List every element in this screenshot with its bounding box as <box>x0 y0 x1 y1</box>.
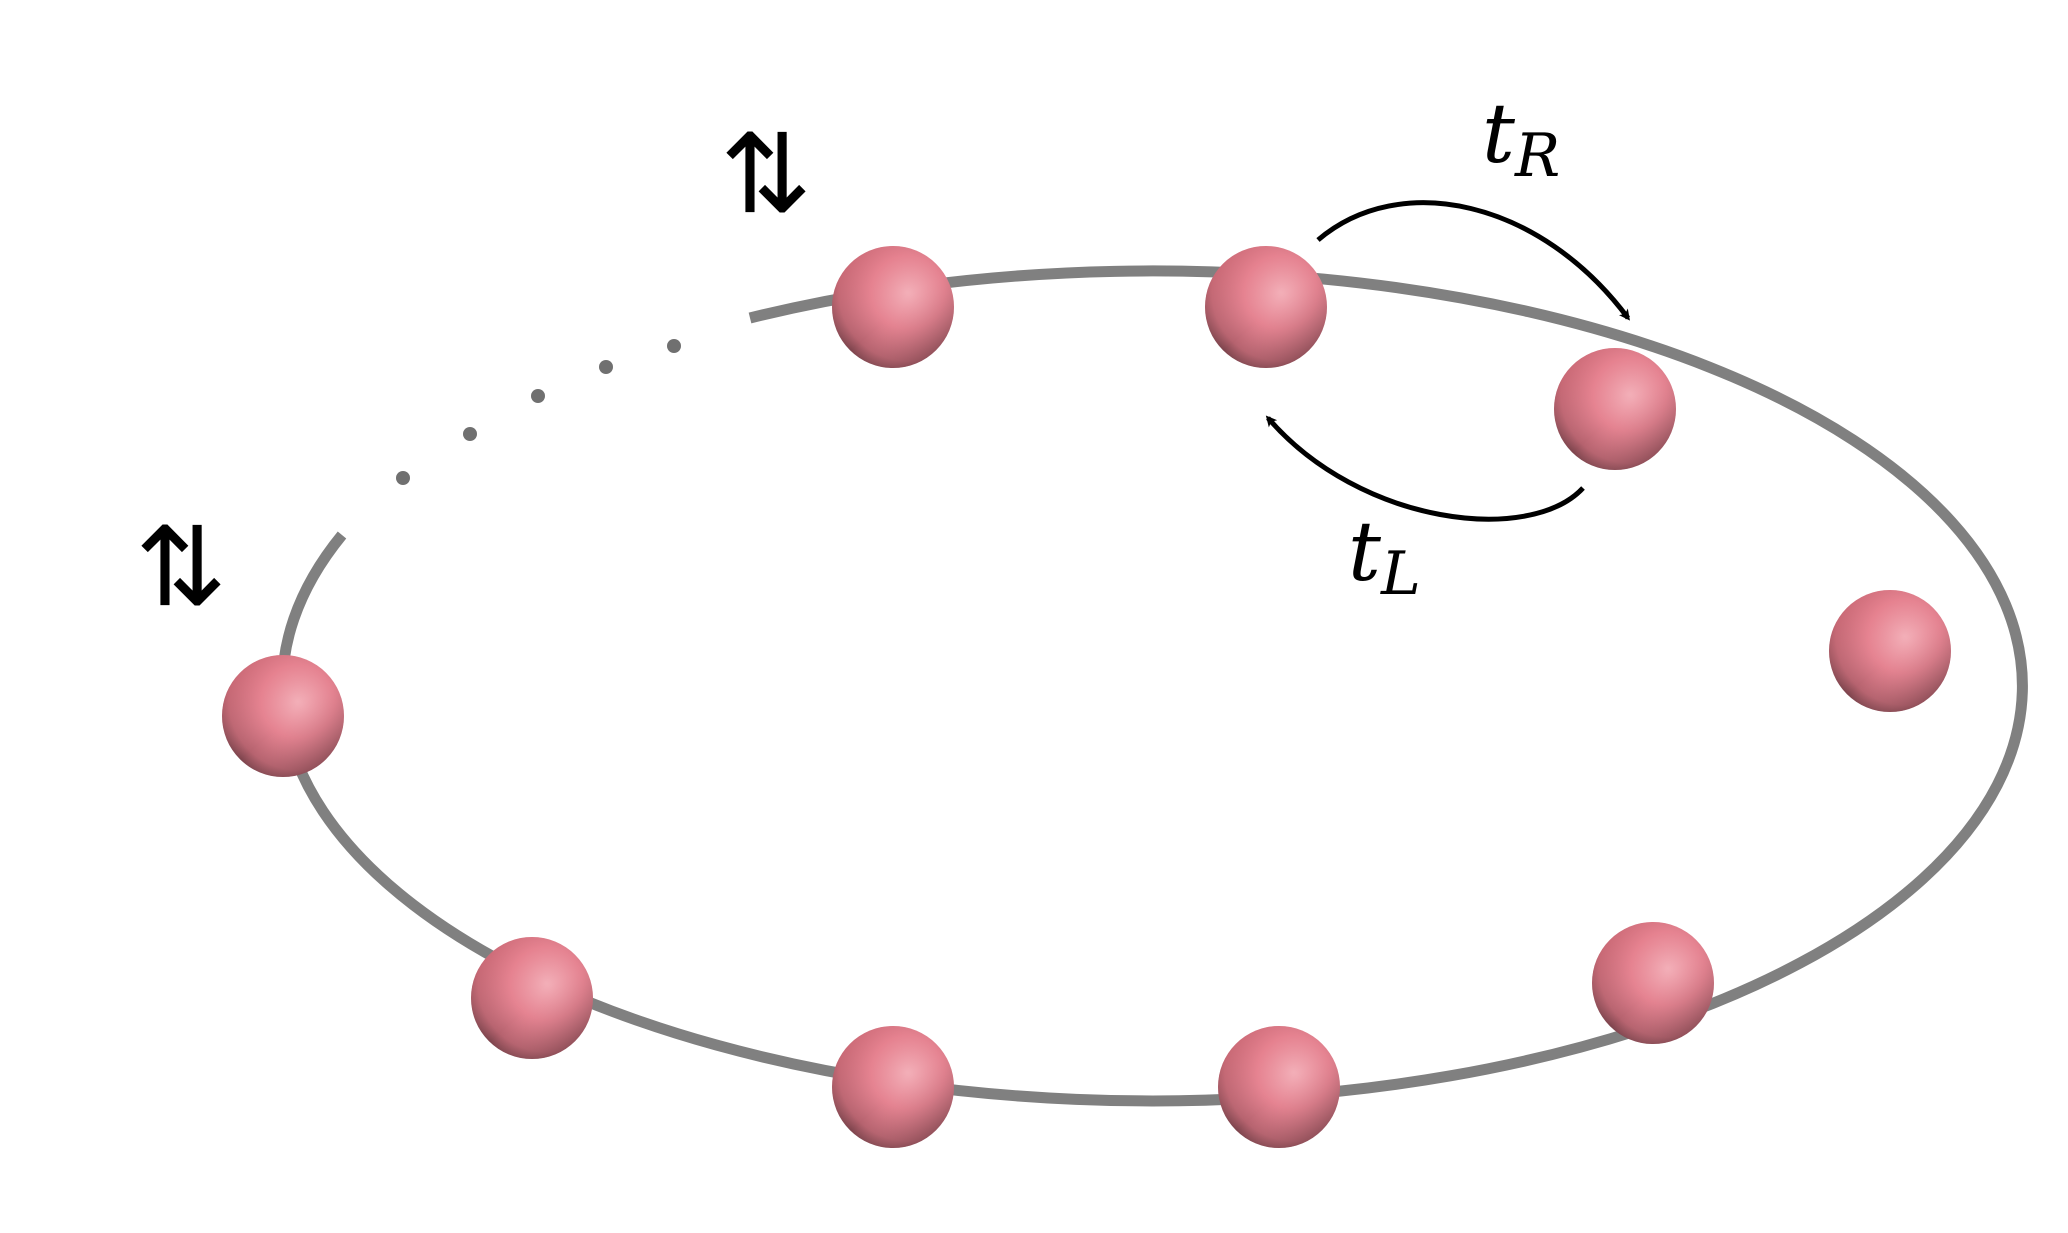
ellipsis-dot <box>396 471 410 485</box>
ring-track <box>276 265 2028 1107</box>
lattice-site <box>1554 348 1676 470</box>
lattice-site <box>222 655 344 777</box>
lattice-site <box>1592 922 1714 1044</box>
hop-right-label: tR <box>1482 87 1560 191</box>
lattice-site <box>832 1026 954 1148</box>
ellipsis-dot <box>667 339 681 353</box>
lattice-site <box>1829 590 1951 712</box>
ellipsis-dot <box>463 427 477 441</box>
lattice-site <box>1218 1026 1340 1148</box>
ellipsis-dot <box>599 360 613 374</box>
spin-marker-top: ⇅ <box>720 110 812 238</box>
ellipsis-dots <box>396 339 681 485</box>
hop-left-arrow <box>1265 415 1585 522</box>
lattice-site <box>471 937 593 1059</box>
lattice-site <box>1205 246 1327 368</box>
ellipsis-dot <box>531 389 545 403</box>
hop-left-label: tL <box>1348 505 1421 609</box>
hop-right-arrow <box>1316 200 1631 321</box>
spin-marker-left: ⇅ <box>135 503 227 631</box>
lattice-sites <box>222 246 1951 1148</box>
lattice-site <box>832 246 954 368</box>
